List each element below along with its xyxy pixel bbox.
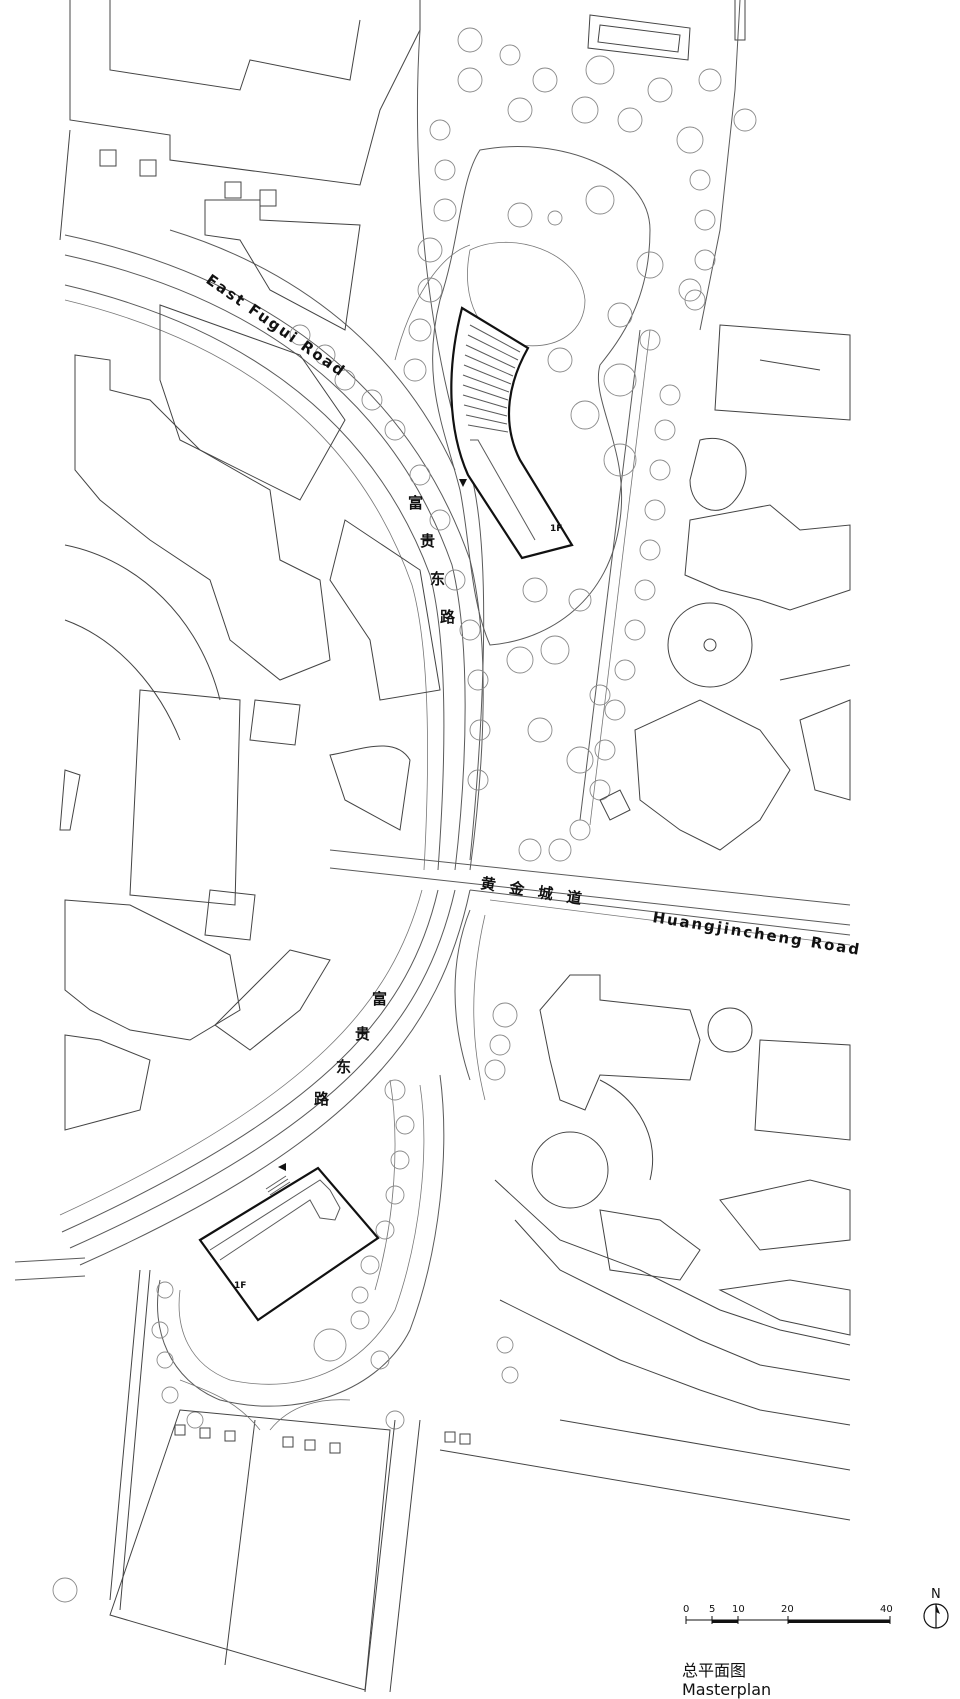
caption-chinese: 总平面图 xyxy=(682,1661,747,1680)
south-pavilion-building: 1F xyxy=(198,1163,380,1322)
road-cn-char: 东 xyxy=(336,1058,351,1076)
scale-tick-5: 5 xyxy=(709,1604,715,1615)
west-block-buildings xyxy=(59,304,441,1131)
huangjincheng-road xyxy=(329,849,851,946)
scale-bar: 0 5 10 20 40 xyxy=(683,1604,893,1624)
north-block-buildings xyxy=(59,0,746,331)
scale-tick-40: 40 xyxy=(880,1604,893,1615)
east-block-buildings xyxy=(599,324,851,851)
south-west-block xyxy=(109,1269,421,1692)
south-east-block xyxy=(439,909,851,1521)
east-fugui-road-south xyxy=(14,889,471,1281)
road-cn-char: 贵 xyxy=(420,532,435,550)
scale-tick-20: 20 xyxy=(781,1604,794,1615)
east-fugui-road-label-en: East Fugui Road xyxy=(203,271,350,381)
scale-tick-0: 0 xyxy=(683,1604,689,1615)
road-cn-char: 路 xyxy=(440,608,456,626)
huangjincheng-road-label-en: Huangjincheng Road xyxy=(651,908,862,959)
road-cn-char: 富 xyxy=(372,990,387,1008)
south-park xyxy=(52,1074,445,1603)
east-fugui-road-north xyxy=(64,229,484,871)
north-park-trees xyxy=(403,27,757,862)
north-label: N xyxy=(931,1587,941,1602)
huangjincheng-road-label-cn: 黄金城道 xyxy=(479,874,596,910)
north-pavilion-building: 1F xyxy=(450,306,574,560)
east-fugui-road-label-cn-north: 富 贵 东 路 xyxy=(408,494,456,626)
north-park xyxy=(394,0,741,861)
north-building-floor-label: 1F xyxy=(550,524,562,534)
road-cn-char: 东 xyxy=(430,570,445,588)
road-cn-char: 富 xyxy=(408,494,423,512)
entrance-arrow-south-icon xyxy=(278,1163,286,1171)
entrance-arrow-north-icon xyxy=(459,479,467,487)
park-edge-trees xyxy=(589,169,716,801)
north-arrow-icon: N xyxy=(923,1587,949,1629)
caption-english: Masterplan xyxy=(682,1680,772,1699)
street-trees-north xyxy=(289,324,491,791)
scale-tick-10: 10 xyxy=(732,1604,745,1615)
road-cn-char: 贵 xyxy=(355,1025,370,1043)
road-cn-char: 路 xyxy=(314,1090,330,1108)
east-fugui-road-label-cn-south: 富 贵 东 路 xyxy=(314,990,387,1108)
south-building-floor-label: 1F xyxy=(234,1281,246,1291)
